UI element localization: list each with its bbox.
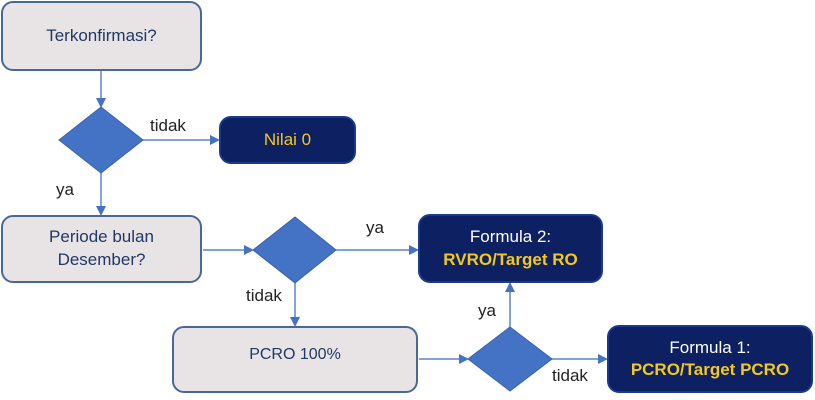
edge-label-decision1-yes: ya: [56, 180, 74, 199]
decision-diamond-december: [252, 216, 337, 284]
node-formula-2: Formula 2: RVRO/Target RO: [418, 214, 603, 283]
node-confirmed: Terkonfirmasi?: [1, 1, 202, 71]
edge-label-decision2-yes: ya: [366, 218, 384, 237]
node-formula-2-title: Formula 2:: [469, 227, 552, 247]
node-value-zero: Nilai 0: [219, 116, 356, 164]
node-december-line1: Periode bulan: [49, 227, 154, 247]
decision-diamond-pcro: [467, 326, 553, 392]
node-formula-1-title: Formula 1:: [669, 337, 751, 357]
node-confirmed-text: Terkonfirmasi?: [46, 25, 157, 45]
node-formula-2-formula: RVRO/Target RO: [443, 249, 578, 269]
node-value-zero-text: Nilai 0: [263, 129, 312, 149]
node-december-line2: Desember?: [57, 250, 146, 269]
edge-label-decision3-yes: ya: [478, 301, 496, 320]
node-formula-1-formula: PCRO/Target PCRO: [630, 360, 790, 379]
edge-label-decision2-no: tidak: [246, 286, 282, 305]
decision-diamond-confirmed: [58, 106, 144, 174]
node-pcro-100: PCRO 100%: [172, 326, 418, 393]
node-pcro-text: PCRO 100%: [249, 345, 341, 363]
node-formula-1: Formula 1: PCRO/Target PCRO: [607, 325, 813, 393]
node-december-period: Periode bulan Desember?: [1, 215, 202, 283]
edge-label-decision3-no: tidak: [552, 366, 588, 385]
edge-label-decision1-no: tidak: [150, 116, 186, 135]
